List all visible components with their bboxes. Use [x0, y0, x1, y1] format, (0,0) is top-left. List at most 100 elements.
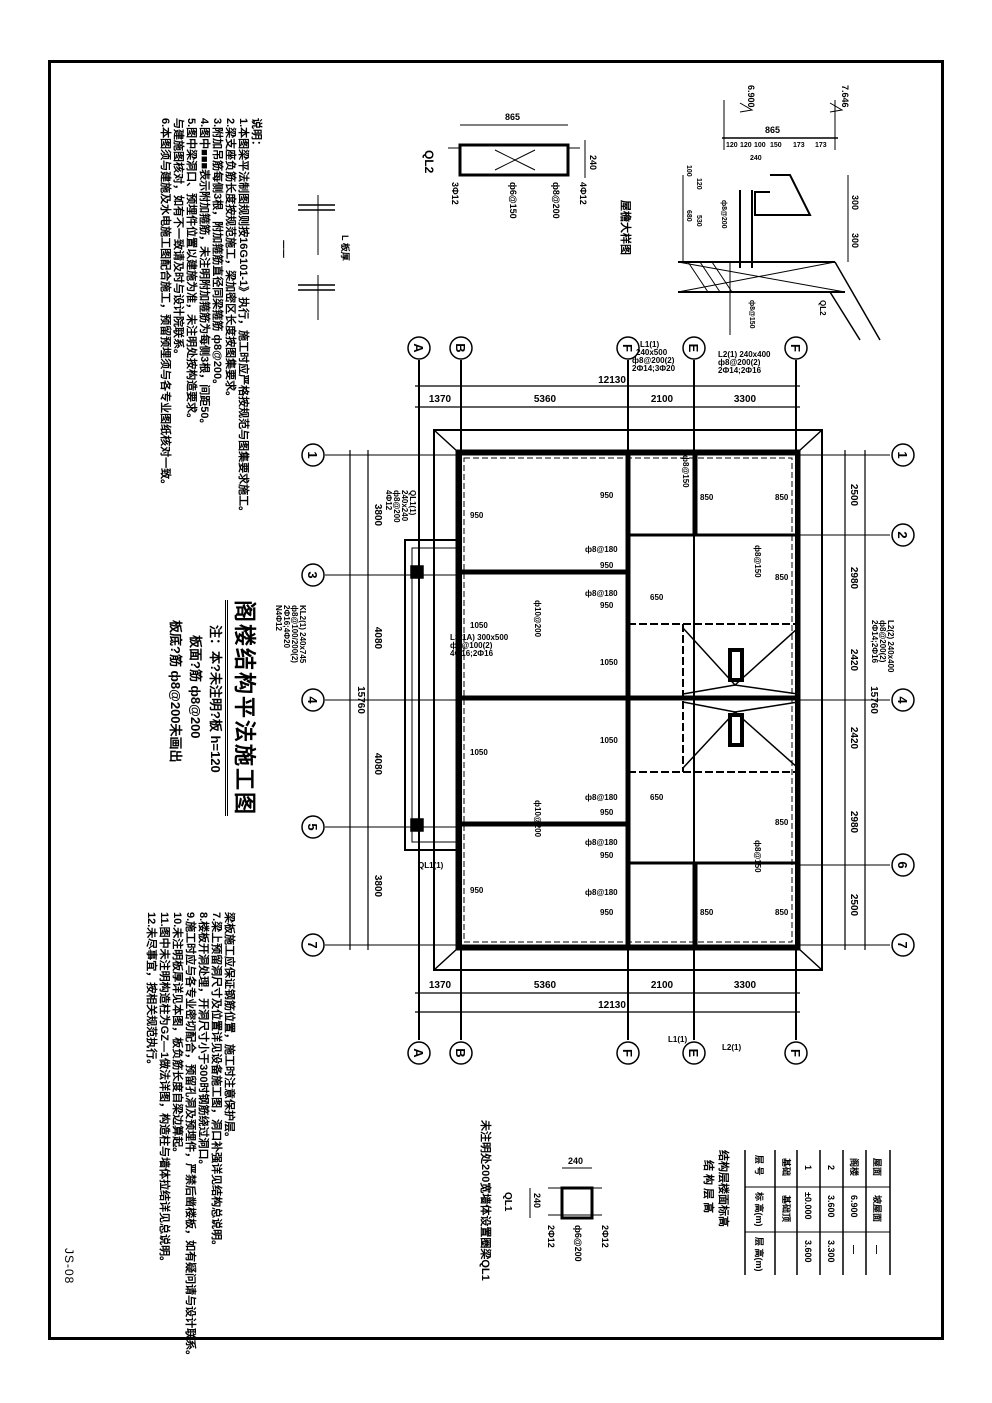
dimension-labels: 1370 5360 2100 3300 12130 1370 5360 2100… — [355, 375, 879, 1011]
drawing-stroke — [458, 143, 570, 177]
beam-label: L1(1) — [640, 340, 659, 349]
slab-mark: 1050 — [600, 658, 618, 667]
beam-label: KL2(1) 240x745 — [298, 605, 307, 664]
table-cell: 基础 — [781, 1157, 792, 1176]
axis-bubble-1-right: 1 — [891, 443, 915, 467]
drawing-stroke — [728, 648, 744, 682]
drawing-stroke — [404, 539, 458, 851]
dim-right: 2420 — [848, 649, 859, 672]
ql1-height: 240 — [532, 1193, 542, 1208]
detail-eave-text: 865 120 120 100 150 173 173 240 6.900 7.… — [619, 85, 860, 329]
dim-bottom: 2100 — [651, 980, 674, 991]
ql2-rebar: 3Ф12 — [450, 182, 460, 205]
beam-label: L2(2) 240x400 — [886, 620, 895, 673]
drawing-stroke — [301, 815, 325, 839]
detail-ql1 — [529, 1167, 602, 1220]
slab-mark: ф8@150 — [753, 840, 762, 873]
beam-label: L1(1) — [668, 1035, 687, 1044]
drawing-stroke — [682, 1041, 706, 1065]
axis-bubble-3: 3 — [301, 563, 325, 587]
slab-mark: 950 — [470, 886, 484, 895]
axis-label: 7 — [895, 941, 910, 948]
beam-label: 2Ф14;2Ф16 — [718, 366, 762, 375]
eave-left-dim: 100 — [685, 165, 692, 177]
dim-top-total: 12130 — [598, 375, 626, 386]
table-cell: 3.600 — [826, 1195, 836, 1218]
dim-bottom-total: 12130 — [598, 1000, 626, 1011]
slab-mark: 850 — [775, 818, 789, 827]
drawing-stroke — [560, 1186, 594, 1220]
beam-label: N4Ф12 — [274, 605, 283, 632]
eave-seg: 150 — [770, 142, 782, 149]
table-cell: 6.900 — [849, 1195, 859, 1218]
drawing-stroke — [449, 1041, 473, 1065]
dim-top: 2100 — [651, 394, 674, 405]
slab-mark: ф8@150 — [753, 545, 762, 578]
table-cell: 坡屋面 — [872, 1195, 883, 1222]
axis-bubble-2-right: 2 — [891, 523, 915, 547]
slab-mark: 950 — [600, 808, 614, 817]
beam-label: 240x240 — [400, 490, 409, 522]
slab-mark: ф8@180 — [585, 888, 618, 897]
drawing-stroke — [784, 336, 808, 360]
table-cell: 基础顶 — [781, 1194, 792, 1222]
eave-rebar: ф8@200 — [720, 200, 727, 229]
drawing-stroke — [407, 336, 431, 360]
slab-mark: ф8@180 — [585, 838, 618, 847]
drawing-stroke — [829, 102, 844, 113]
beam-label: ф8@200(2) — [632, 356, 675, 365]
drawing-stroke — [677, 261, 846, 293]
axis-bubble-a-bottom: A — [407, 1041, 431, 1065]
eave-seg: 173 — [815, 142, 827, 149]
ql2-rebar: ф6@150 — [508, 182, 518, 219]
table-header: 层 高(m) — [754, 1237, 765, 1272]
axis-label: F — [620, 1049, 635, 1057]
table-cell: 3.600 — [803, 1240, 813, 1263]
beam-label: QL1(1) — [418, 861, 444, 870]
eave-height: 300 — [850, 195, 860, 210]
axis-label: F — [620, 344, 635, 352]
axis-label: 5 — [305, 823, 320, 830]
axis-label: 6 — [895, 861, 910, 868]
detail-eave — [677, 100, 881, 341]
beam-label: L2(1) 240x400 — [718, 350, 771, 359]
ql1-note: 未注明处200宽墙体设置圈梁QL1 — [479, 1119, 493, 1281]
ql1-rebar: 2Ф12 — [600, 1225, 610, 1248]
dim-bottom: 1370 — [429, 980, 452, 991]
ql1-width: 240 — [568, 1156, 583, 1166]
drawing-stroke — [739, 102, 754, 113]
axis-label: 3 — [305, 571, 320, 578]
drawing-stroke — [325, 454, 890, 946]
slab-mark: 1050 — [600, 736, 618, 745]
slab-mark: 950 — [600, 908, 614, 917]
dim-left: 4080 — [372, 627, 383, 650]
table-header: 层 号 — [754, 1155, 764, 1176]
axis-label: B — [453, 343, 468, 352]
dim-right-total: 15760 — [868, 686, 879, 714]
axis-bubble-4-right: 4 — [891, 688, 915, 712]
drawing-stroke: QL1(1) 240x240 ф8@200 4Ф12 — [384, 490, 417, 523]
drawing-stroke — [891, 688, 915, 712]
drawing-stroke — [687, 261, 709, 293]
detail-ql2 — [448, 124, 586, 178]
axis-label: A — [411, 1048, 426, 1058]
axis-bubble-a: A — [407, 336, 431, 360]
beam-label: ф8@100/200(2) — [290, 605, 299, 663]
dim-right: 2500 — [848, 484, 859, 507]
dim-left: 3800 — [372, 504, 383, 527]
section-label: 一一 — [278, 240, 288, 258]
dim-right: 2980 — [848, 567, 859, 590]
beam-label: ф8@200(2) — [878, 620, 887, 663]
ql2-rebar: ф8@200 — [551, 182, 561, 219]
dim-left: 4080 — [372, 753, 383, 776]
drawing-stroke — [349, 385, 866, 1013]
axis-bubble-f2: F — [784, 336, 808, 360]
drawing-stroke — [449, 336, 473, 360]
dim-left: 3800 — [372, 875, 383, 898]
axis-bubble-5: 5 — [301, 815, 325, 839]
table-cell: ±0.000 — [803, 1192, 813, 1219]
level-table-text: 结构层楼面标高 结 构 层 高 层 号 标 高(m) 层 高(m) 基础 基础顶… — [702, 1149, 883, 1272]
dim-right: 2500 — [848, 894, 859, 917]
section-tag: L 板厚 — [340, 235, 351, 261]
